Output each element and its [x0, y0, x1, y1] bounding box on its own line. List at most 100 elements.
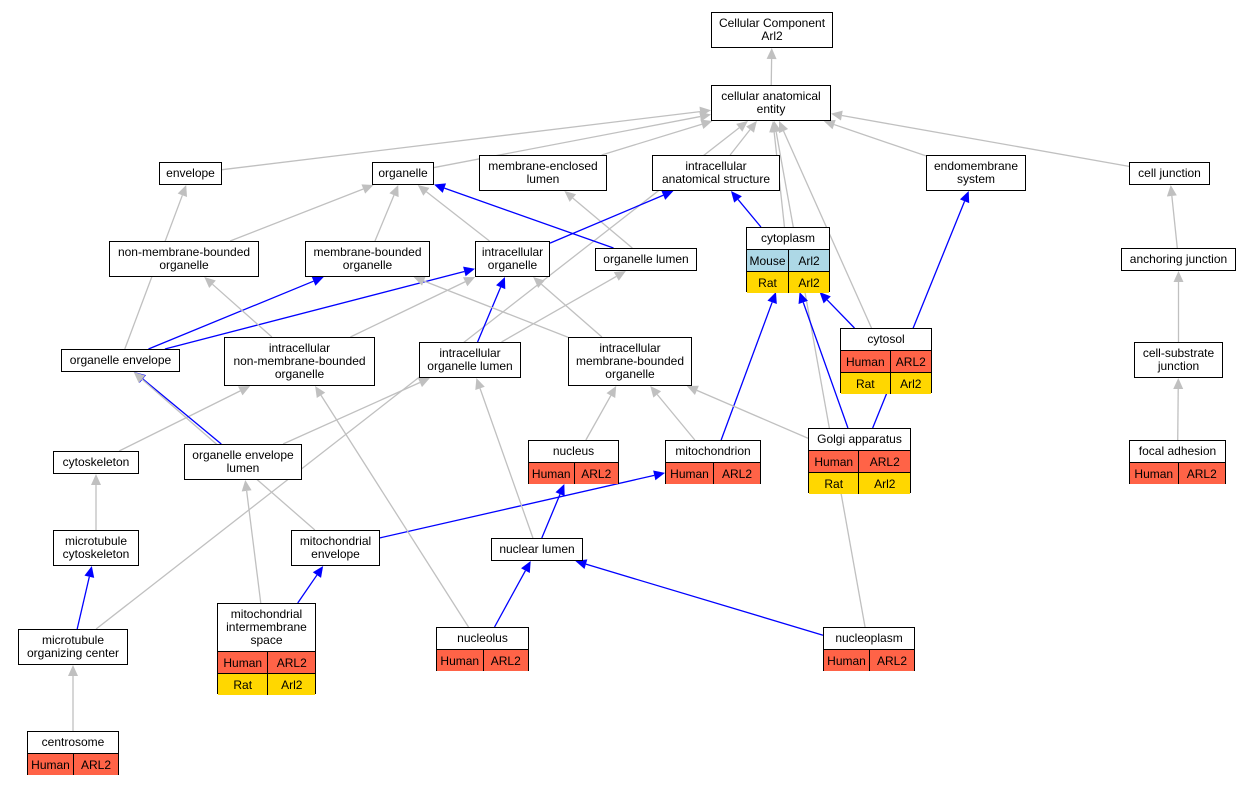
go-term-anchoring[interactable]: anchoring junction [1121, 248, 1236, 271]
go-term-label: microtubule cytoskeleton [62, 534, 130, 561]
edge-arrowhead [823, 119, 836, 130]
go-term-label: organelle [378, 166, 428, 180]
go-term-mt-cytoskeleton[interactable]: microtubule cytoskeleton [53, 530, 139, 566]
annotation-gene: Arl2 [267, 674, 315, 695]
go-term-org-env-lumen[interactable]: organelle envelope lumen [184, 444, 302, 480]
edge-intra-mem-to-mem-org [423, 280, 569, 338]
go-term-org-lumen[interactable]: organelle lumen [595, 248, 697, 271]
edge-intra-org-lumen-to-intra-org [476, 286, 502, 343]
edge-arrowhead [686, 385, 699, 395]
go-term-endomembrane[interactable]: endomembrane system [926, 155, 1026, 191]
edge-arrowhead [661, 190, 674, 200]
edge-arrowhead [521, 561, 531, 574]
annotation-gene: Arl2 [788, 272, 829, 293]
go-term-label: membrane-bounded organelle [313, 245, 422, 272]
go-term-intra-nonmem[interactable]: intracellular non-membrane-bounded organ… [224, 337, 375, 386]
go-term-label: cell-substrate junction [1142, 346, 1215, 373]
edge-arrowhead [361, 184, 374, 194]
edge-arrowhead [959, 191, 970, 204]
go-term-label: centrosome [41, 735, 105, 749]
edge-arrowhead [204, 277, 216, 289]
go-term-cc-root[interactable]: Cellular Component Arl2 [711, 12, 833, 48]
edge-intra-org-lumen-to-org-lumen [501, 275, 617, 343]
edge-nucleoplasm-to-cae [775, 131, 866, 628]
annotation-gene: ARL2 [713, 463, 760, 484]
go-term-label: intracellular anatomical structure [661, 159, 771, 186]
edge-nuclear-lumen-to-nucleus [541, 493, 561, 539]
go-term-cae[interactable]: cellular anatomical entity [711, 85, 831, 121]
go-term-mito-env[interactable]: mitochondrial envelope [291, 530, 380, 566]
edge-arrowhead [736, 121, 748, 132]
edge-org-env-lumen-to-intra-org-lumen [282, 381, 421, 445]
edge-arrowhead [1173, 271, 1184, 282]
edge-arrowhead [463, 266, 475, 277]
go-term-intra-mem[interactable]: intracellular membrane-bounded organelle [568, 337, 692, 386]
edge-arrowhead [177, 185, 188, 198]
go-term-label: anchoring junction [1129, 252, 1228, 266]
go-term-label: membrane-enclosed lumen [488, 159, 598, 186]
go-term-label: endomembrane system [933, 159, 1019, 186]
go-term-organelle[interactable]: organelle [372, 162, 434, 185]
annotation-species: Mouse [749, 253, 786, 268]
edge-nucleolus-to-nuclear-lumen [493, 570, 526, 628]
go-term-intra-org[interactable]: intracellular organelle [475, 241, 550, 277]
edge-mito-ims-to-mito-env [297, 574, 318, 604]
edge-cytosol-to-cytoplasm [826, 299, 855, 329]
go-term-cell-substrate[interactable]: cell-substrate junction [1134, 342, 1223, 378]
edge-arrowhead [84, 566, 95, 578]
edge-arrowhead [606, 386, 617, 399]
edge-intra-mem-to-intra-org [540, 283, 603, 338]
annotation-species: Human [223, 655, 263, 670]
edge-intra-anat-to-cae [729, 129, 751, 156]
go-term-intra-org-lumen[interactable]: intracellular organelle lumen [419, 342, 521, 378]
annotation-species: Rat [855, 376, 875, 391]
edge-arrowhead [613, 271, 626, 281]
edge-arrowhead [417, 377, 430, 388]
go-term-mem-org[interactable]: membrane-bounded organelle [305, 241, 430, 277]
annotation-gene: ARL2 [858, 451, 910, 472]
go-term-label: microtubule organizing center [26, 633, 120, 660]
edge-cytoplasm-to-intra-anat [737, 199, 762, 228]
edge-arrowhead [650, 386, 662, 398]
go-term-label: cytoskeleton [62, 455, 130, 469]
go-term-cell-junction[interactable]: cell junction [1129, 162, 1210, 185]
go-term-label: intracellular organelle [481, 245, 544, 272]
go-term-intra-anat[interactable]: intracellular anatomical structure [652, 155, 780, 191]
go-term-label: nucleolus [457, 631, 508, 645]
annotation-gene: Arl2 [858, 473, 910, 494]
go-term-envelope[interactable]: envelope [159, 162, 222, 185]
go-term-label: mitochondrial envelope [299, 534, 372, 561]
edge-arrowhead [475, 378, 485, 391]
annotation-gene: ARL2 [73, 754, 118, 775]
go-term-label: mitochondrion [675, 444, 751, 458]
go-term-org-env[interactable]: organelle envelope [61, 349, 180, 372]
edge-arrowhead [653, 470, 665, 481]
go-term-mem-encl-lumen[interactable]: membrane-enclosed lumen [479, 155, 607, 191]
edge-arrowhead [91, 474, 101, 485]
edge-arrowhead [417, 185, 430, 196]
go-term-label: intracellular membrane-bounded organelle [575, 341, 685, 381]
go-term-cytoskeleton[interactable]: cytoskeleton [53, 451, 139, 474]
edge-arrowhead [1166, 185, 1177, 197]
go-term-label: cellular anatomical entity [721, 89, 821, 116]
go-term-label: envelope [166, 166, 215, 180]
go-term-mtoc[interactable]: microtubule organizing center [18, 629, 128, 665]
go-term-nuclear-lumen[interactable]: nuclear lumen [491, 538, 583, 561]
go-term-non-mem-org[interactable]: non-membrane-bounded organelle [109, 241, 259, 277]
edge-arrowhead [819, 292, 831, 304]
